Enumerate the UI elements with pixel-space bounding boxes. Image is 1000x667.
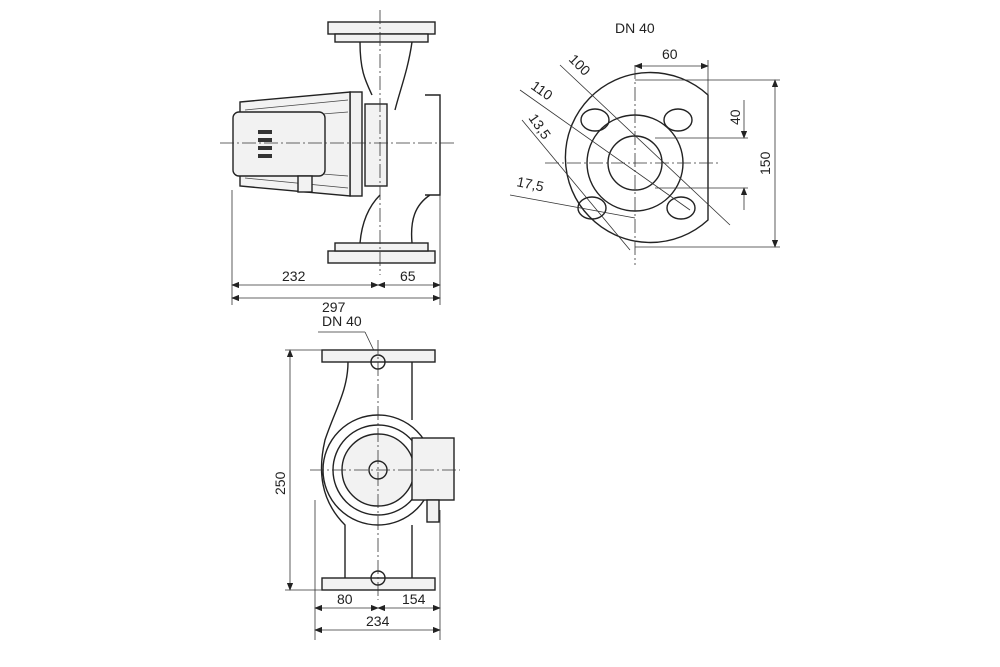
- flange-view: DN 40 60 100 110 13,5 40 150 17,5: [509, 20, 780, 265]
- dim-110: 110: [528, 77, 556, 103]
- motor-flange: [349, 91, 363, 197]
- bolt-holes: [577, 108, 696, 220]
- dim-232: 232: [282, 268, 306, 284]
- dim-17-5: 17,5: [515, 173, 545, 194]
- terminal-box-vents: [258, 130, 272, 158]
- dim-80: 80: [337, 591, 353, 607]
- flange-outline: [564, 71, 709, 244]
- side-view-dimension-lines: [231, 190, 441, 305]
- terminal-box: [411, 437, 455, 501]
- dim-40: 40: [727, 109, 743, 125]
- dim-250: 250: [272, 471, 288, 495]
- cable-gland: [297, 175, 313, 193]
- top-flange-collar: [334, 33, 429, 43]
- flange-title: DN 40: [615, 20, 655, 36]
- bottom-flange: [327, 250, 436, 264]
- flange-dimension-lines: [509, 60, 780, 251]
- top-flange: [321, 349, 436, 363]
- dim-65: 65: [400, 268, 416, 284]
- motor-adapter: [364, 103, 388, 187]
- dim-234: 234: [366, 613, 390, 629]
- cable-gland: [426, 499, 440, 523]
- side-view: 232 65 297: [220, 10, 455, 315]
- front-view: DN 40 250 80 154 234: [272, 313, 460, 640]
- bottom-flange-collar: [334, 242, 429, 252]
- dim-150: 150: [757, 151, 773, 175]
- bottom-flange: [321, 577, 436, 591]
- dim-154: 154: [402, 591, 426, 607]
- front-dn-label: DN 40: [322, 313, 362, 329]
- top-flange: [327, 21, 436, 35]
- terminal-box: [232, 111, 326, 177]
- dim-297: 297: [322, 299, 346, 315]
- front-view-dimension-lines: [285, 349, 441, 640]
- pump-housing: [320, 361, 413, 578]
- dim-60: 60: [662, 46, 678, 62]
- dim-13-5: 13,5: [526, 111, 555, 143]
- pump-housing: [359, 41, 441, 244]
